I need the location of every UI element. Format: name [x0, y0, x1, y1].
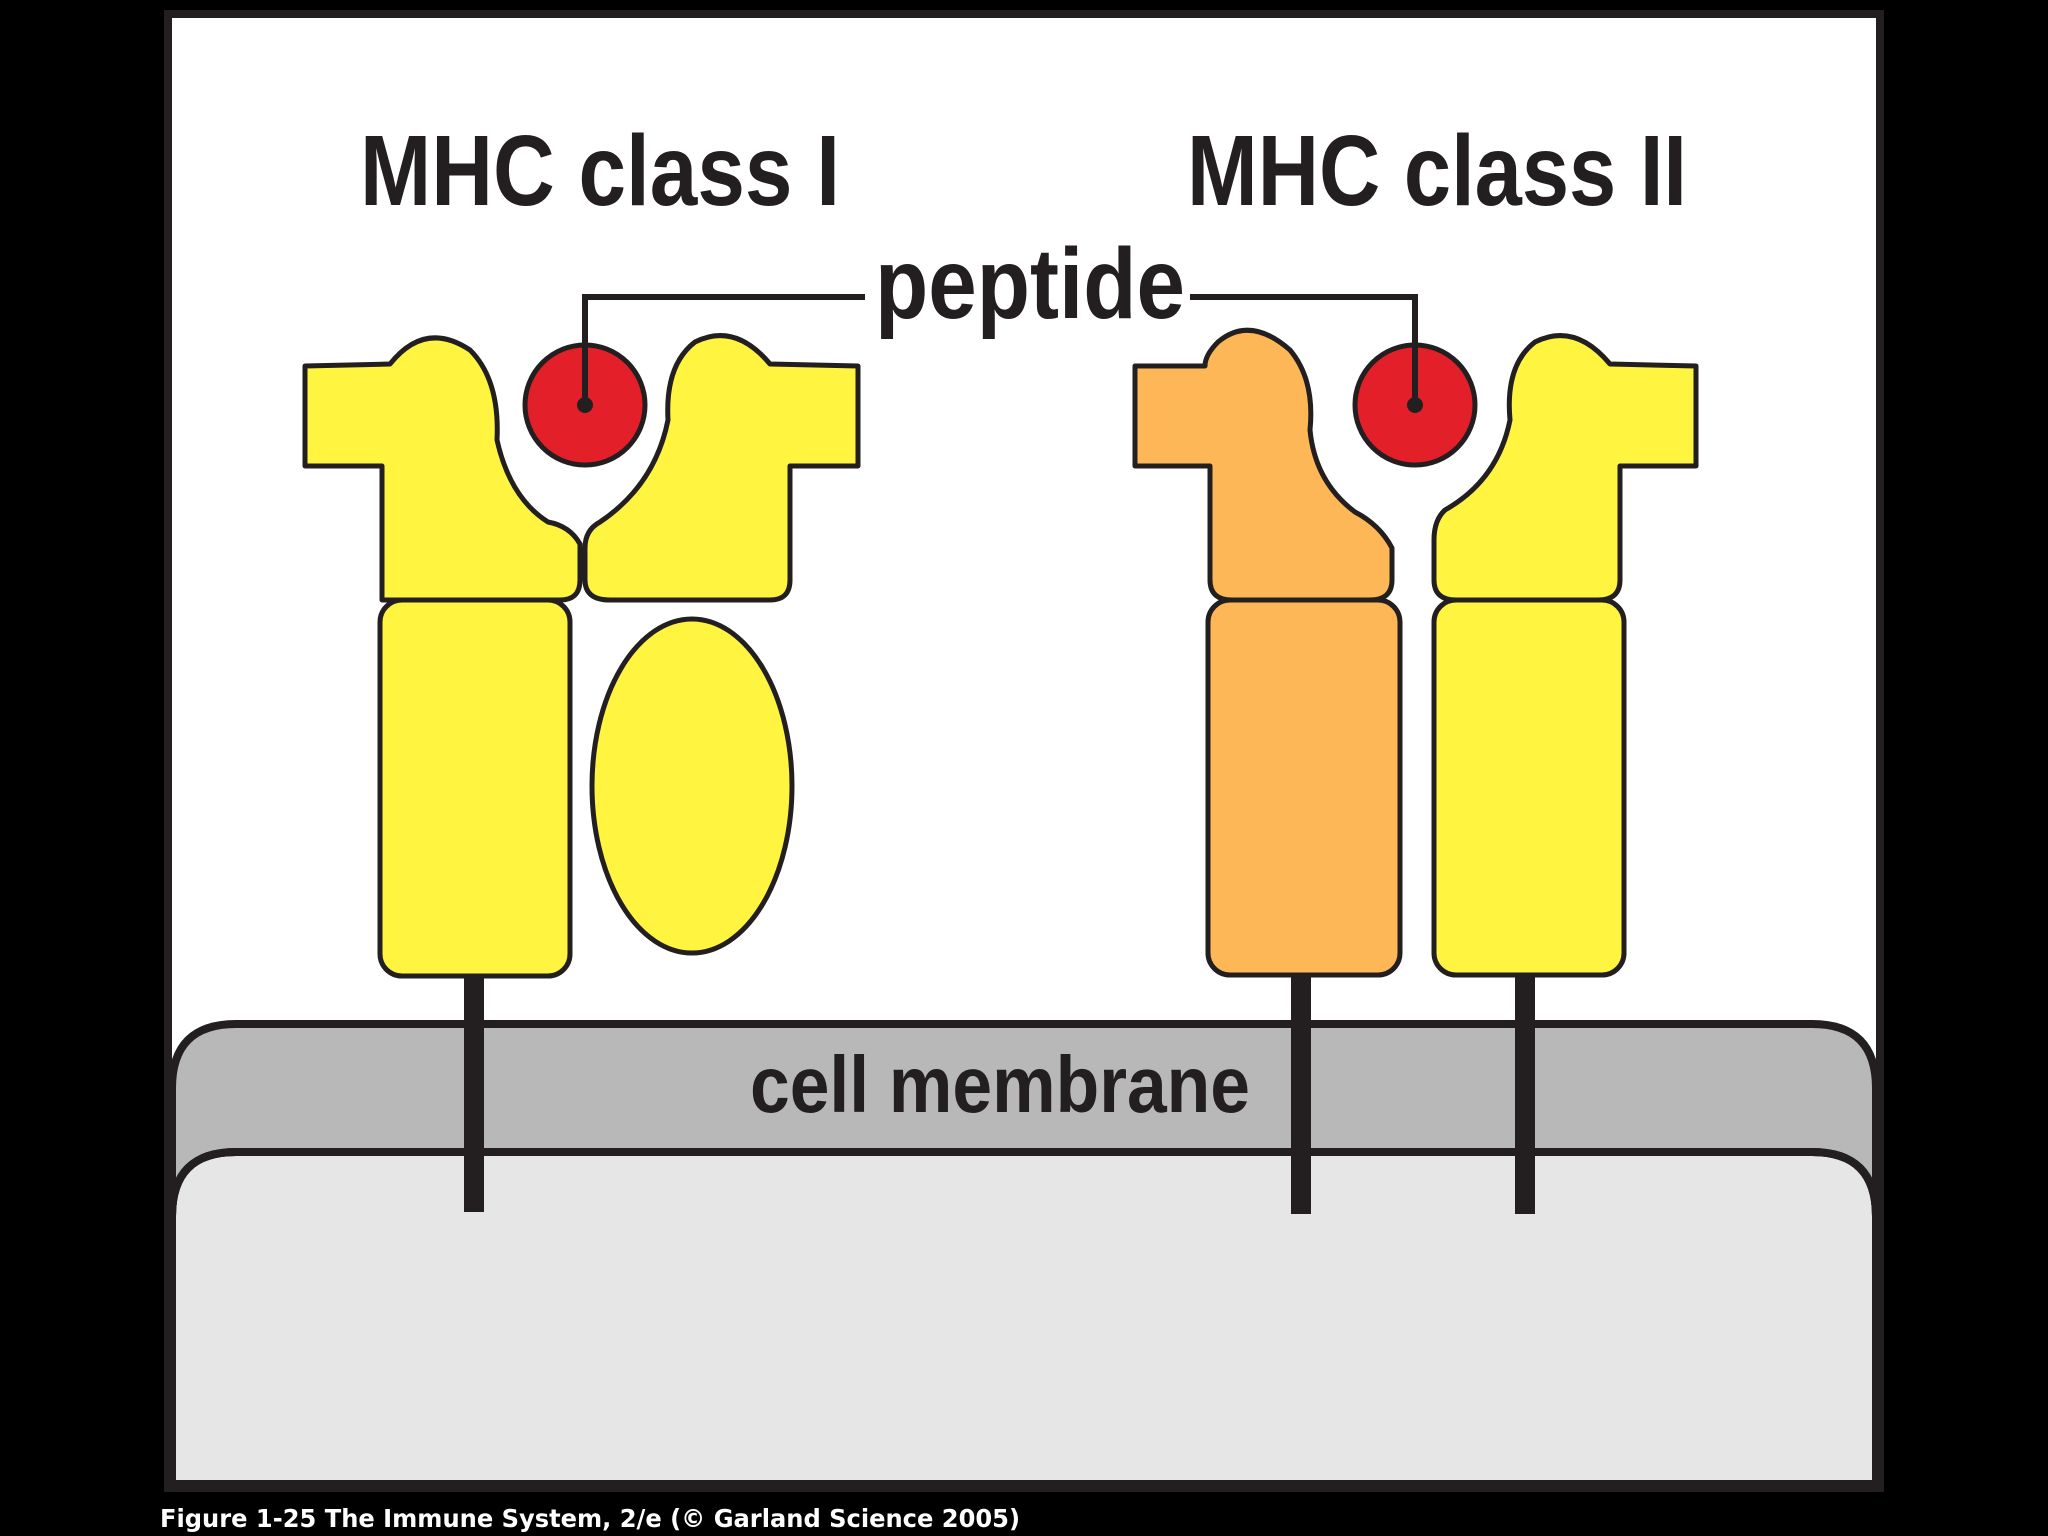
class2-alpha1-domain: [1132, 327, 1395, 603]
class1-beta2-microglobulin: [589, 616, 795, 956]
class1-alpha1-domain: [302, 335, 583, 603]
label-mhc-class-2: MHC class II: [1187, 115, 1687, 227]
class1-alpha3-domain: [377, 597, 573, 979]
label-mhc-class-1: MHC class I: [360, 115, 840, 227]
class2-beta1-domain: [1431, 333, 1699, 603]
figure-caption: Figure 1-25 The Immune System, 2/e (© Ga…: [160, 1504, 1020, 1533]
label-cell-membrane: cell membrane: [750, 1040, 1250, 1129]
peptide-leader-line-class1: [582, 294, 865, 405]
peptide-leader-line-class2: [1190, 294, 1418, 405]
class2-beta2-domain: [1431, 597, 1627, 978]
membrane-inner-edge: [168, 1148, 1880, 1217]
cytoplasm: [168, 1148, 1880, 1488]
class1-alpha2-domain: [582, 333, 861, 603]
label-peptide: peptide: [875, 228, 1185, 340]
class2-alpha2-domain: [1205, 597, 1403, 978]
